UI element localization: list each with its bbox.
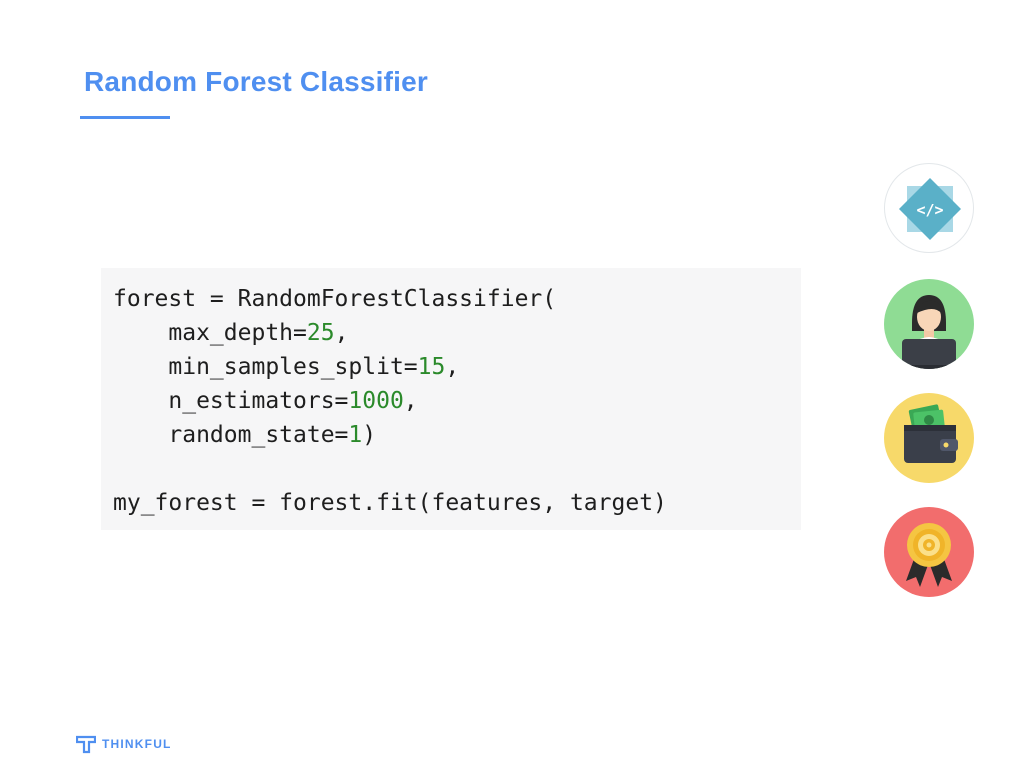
code-text: min_samples_split= bbox=[113, 354, 418, 380]
code-number: 1000 bbox=[348, 388, 404, 414]
slide-title: Random Forest Classifier bbox=[84, 66, 428, 97]
code-text: max_depth= bbox=[113, 320, 307, 346]
code-line: forest = RandomForestClassifier( bbox=[113, 282, 801, 316]
code-line: random_state=1) bbox=[113, 418, 801, 452]
developer-avatar-icon bbox=[884, 279, 974, 369]
code-icon: </> bbox=[884, 163, 974, 253]
logo-text: THINKFUL bbox=[102, 737, 172, 751]
code-text: n_estimators= bbox=[113, 388, 349, 414]
code-text: , bbox=[334, 320, 349, 346]
thinkful-logo-icon bbox=[76, 735, 96, 754]
code-text: ) bbox=[362, 422, 377, 448]
code-text: forest = RandomForestClassifier( bbox=[113, 286, 557, 312]
code-number: 25 bbox=[306, 320, 335, 346]
code-text: , bbox=[445, 354, 460, 380]
code-text: my_forest = forest.fit(features, target) bbox=[113, 490, 667, 516]
code-line: min_samples_split=15, bbox=[113, 350, 801, 384]
code-line: n_estimators=1000, bbox=[113, 384, 801, 418]
award-badge-icon bbox=[884, 507, 974, 597]
svg-text:</>: </> bbox=[916, 201, 943, 219]
code-block: forest = RandomForestClassifier( max_dep… bbox=[101, 268, 801, 530]
code-number: 1 bbox=[348, 422, 363, 448]
code-text: random_state= bbox=[113, 422, 349, 448]
code-text: , bbox=[403, 388, 418, 414]
code-number: 15 bbox=[417, 354, 446, 380]
thinkful-logo: THINKFUL bbox=[76, 732, 172, 756]
wallet-icon bbox=[884, 393, 974, 483]
title-underline bbox=[80, 116, 170, 119]
code-line: my_forest = forest.fit(features, target) bbox=[113, 486, 801, 520]
side-icon-column: </> bbox=[880, 0, 980, 768]
code-line bbox=[113, 452, 801, 486]
code-line: max_depth=25, bbox=[113, 316, 801, 350]
